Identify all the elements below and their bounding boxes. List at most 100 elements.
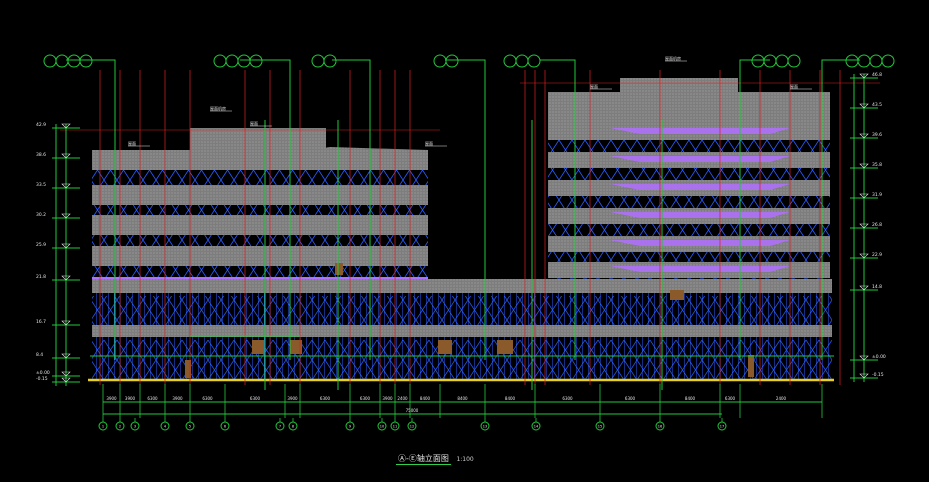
green-leader-line: [240, 59, 291, 360]
axis-bubble: [407, 421, 417, 431]
level-triangle: [61, 153, 71, 159]
level-label: 42.9: [36, 122, 46, 128]
level-triangle: [61, 320, 71, 326]
level-label: -0.15: [36, 376, 48, 382]
axis-bubble-label: 2: [119, 425, 121, 429]
level-markers-left: 42.938.633.530.225.921.816.78.4±0.00-0.1…: [36, 122, 80, 386]
axis-bubble: [160, 421, 170, 431]
left-slab-edge: [92, 198, 428, 205]
drawing-scale: 1:100: [456, 456, 474, 463]
level-label: 8.4: [36, 352, 43, 358]
level-label: -0.15: [872, 372, 884, 378]
right-slab-purple: [610, 266, 790, 272]
axis-bubble: [185, 421, 195, 431]
level-triangle: [859, 73, 869, 79]
annotation-label: 屋面: [790, 83, 798, 89]
podium-lower-band: [92, 340, 832, 380]
dimension-label: 3900: [382, 396, 393, 401]
dimension-label: 6300: [360, 396, 371, 401]
dimension-label: 6300: [250, 396, 261, 401]
level-triangle: [61, 275, 71, 281]
level-triangle: [61, 371, 71, 377]
level-triangle: [61, 377, 71, 383]
dimension-label: 6300: [320, 396, 331, 401]
level-triangle: [61, 353, 71, 359]
annotation-label: 屋面: [128, 140, 136, 146]
dimension-label: 8400: [420, 396, 431, 401]
dimension-label: 8400: [505, 396, 516, 401]
top-axis-bubbles: [43, 54, 895, 68]
level-label: 35.8: [872, 162, 882, 168]
level-triangle: [61, 183, 71, 189]
dimension-label: 3900: [287, 396, 298, 401]
top-axis-bubble: [323, 54, 337, 68]
level-label: 25.9: [36, 242, 46, 248]
axis-bubble-label: 4: [164, 425, 167, 429]
axis-bubble: [480, 421, 490, 431]
axis-bubble: [275, 421, 285, 431]
axis-bubble-label: 9: [349, 425, 351, 429]
axis-bubble: [98, 421, 108, 431]
annotation-label: 屋面: [425, 140, 433, 146]
level-label: ±0.00: [36, 370, 50, 376]
door-panel: [335, 263, 343, 275]
dimension-label: 3900: [106, 396, 117, 401]
door-panel: [185, 360, 191, 378]
axis-bubble: [595, 421, 605, 431]
green-leader-line: [540, 59, 576, 360]
axis-bubble: [130, 421, 140, 431]
level-markers-right: 46.843.539.635.831.926.822.914.8±0.00-0.…: [850, 72, 886, 382]
axis-bubble-label: 16: [658, 425, 662, 429]
door-panel: [670, 290, 684, 300]
podium-upper-band: [92, 296, 832, 326]
axis-bubble-label: 13: [483, 425, 487, 429]
drawing-title: Ⓐ-Ⓔ轴立面图: [396, 454, 451, 465]
level-label: 26.8: [872, 222, 882, 228]
axis-bubble-label: 17: [720, 425, 724, 429]
left-slab-edge: [92, 259, 428, 266]
door-panel: [748, 355, 754, 377]
dimension-label: 8400: [457, 396, 468, 401]
axis-bubble: [220, 421, 230, 431]
level-triangle: [61, 213, 71, 219]
level-triangle: [859, 103, 869, 109]
left-roof-machine-room: [190, 128, 326, 152]
axis-bubble: [390, 421, 400, 431]
annotation-label: 屋面: [250, 120, 258, 126]
annotation-label: 屋面: [590, 83, 598, 89]
level-label: 46.8: [872, 72, 882, 78]
level-label: 43.5: [872, 102, 882, 108]
axis-bubble: [655, 421, 665, 431]
axis-bubble-label: 11: [393, 425, 397, 429]
door-panel: [497, 340, 513, 354]
dimension-label: 3900: [172, 396, 183, 401]
level-label: 14.8: [872, 284, 882, 290]
top-axis-bubble: [787, 54, 801, 68]
level-label: 33.5: [36, 182, 46, 188]
axis-bubble-label: 1: [102, 425, 104, 429]
axis-bubble-label: 5: [189, 425, 191, 429]
dimension-label: 3900: [125, 396, 136, 401]
right-slab-purple: [610, 184, 790, 190]
axis-bubble: [377, 421, 387, 431]
green-leader-line: [332, 59, 371, 360]
top-axis-bubble: [445, 54, 459, 68]
axis-bubble-label: 12: [410, 425, 414, 429]
door-panel: [438, 340, 452, 354]
green-leader-line: [66, 59, 116, 360]
top-axis-bubble: [881, 54, 895, 68]
axis-bubble: [288, 421, 298, 431]
annotation-label: 屋面机房: [210, 105, 226, 111]
dimension-label: 2400: [397, 396, 408, 401]
axis-bubble-label: 10: [380, 425, 384, 429]
building-facade: [88, 78, 834, 382]
overall-dimension-label: 75000: [406, 408, 419, 413]
left-slab-edge: [92, 163, 428, 170]
axis-bubble-label: 14: [534, 425, 539, 429]
level-label: 30.2: [36, 212, 46, 218]
grid-lines: [60, 59, 880, 390]
axis-bubble-label: 7: [279, 425, 281, 429]
green-leader-line: [821, 59, 860, 360]
